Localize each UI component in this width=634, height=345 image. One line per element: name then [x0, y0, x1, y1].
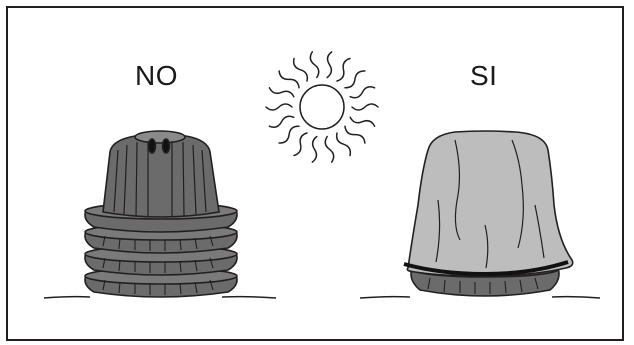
uncovered-top-pot-rim [134, 130, 186, 144]
sun-ray [265, 103, 293, 111]
sun-ray [349, 116, 376, 127]
cover-elastic-edge [403, 260, 569, 277]
sun-ray [335, 132, 352, 157]
sun-ray [324, 135, 335, 163]
sun-ray [278, 70, 300, 89]
covered-base-ring-ribs [427, 277, 539, 294]
uncovered-top-pot-ribs [113, 141, 207, 217]
uncovered-hole-right [161, 138, 171, 154]
sun-ray [344, 70, 366, 89]
cover-folds [435, 139, 545, 269]
ground-line-left [43, 295, 277, 299]
sun-ray [326, 51, 333, 79]
sun-ray [293, 132, 308, 157]
sun-ray [268, 115, 295, 128]
protective-cover [406, 130, 574, 277]
sun-ray [268, 87, 295, 98]
label-si: SI [470, 60, 498, 91]
sun-icon [265, 51, 379, 163]
sun-disc [299, 84, 345, 130]
sun-ray [349, 86, 376, 99]
sun-ray [309, 51, 320, 79]
sun-ray [351, 103, 379, 111]
covered-stacked-containers [403, 130, 574, 297]
sun-ray [292, 57, 309, 82]
uncovered-ring-ribs [102, 235, 214, 295]
sun-ray [344, 125, 366, 144]
sun-ray [278, 125, 300, 144]
ground-line-right [359, 295, 601, 299]
uncovered-hole-left [147, 138, 157, 154]
uncovered-top-pot [102, 135, 220, 218]
sun-ray [311, 135, 318, 163]
label-no: NO [135, 60, 178, 91]
uncovered-stacked-containers [84, 130, 238, 298]
sun-ray [336, 57, 351, 82]
